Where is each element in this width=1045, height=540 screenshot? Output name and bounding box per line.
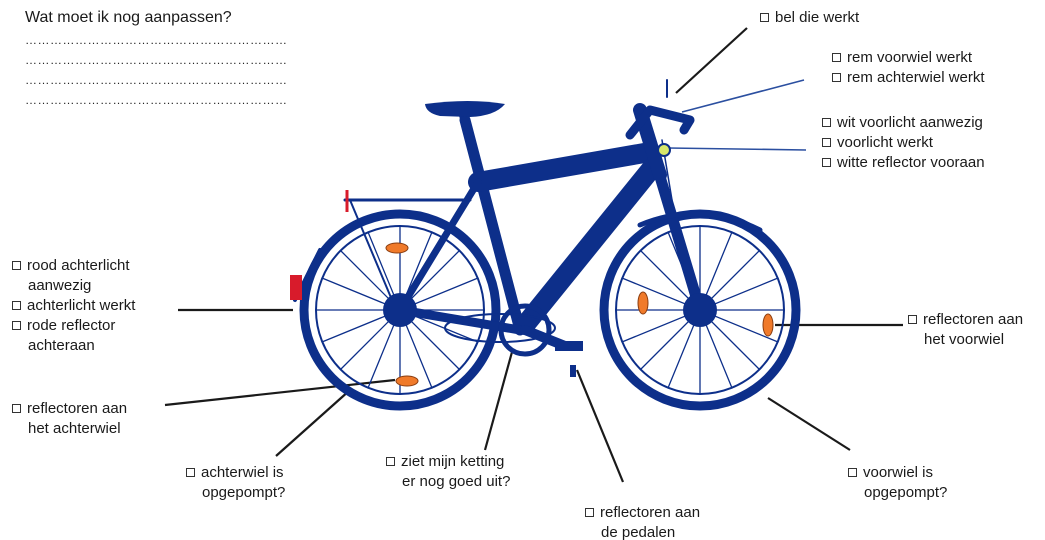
- front-hub: [683, 293, 717, 327]
- answer-lines: ……………………………………………………… …………………………………………………: [25, 30, 288, 110]
- label-rode-reflector: rode reflector: [27, 317, 115, 334]
- check-bel: bel die werkt: [760, 8, 859, 28]
- checkbox[interactable]: [585, 508, 594, 517]
- label-refl-achterwiel-cont: het achterwiel: [12, 419, 127, 439]
- answer-line-2[interactable]: ………………………………………………………: [25, 50, 288, 70]
- leader-achterwiel: [276, 390, 350, 456]
- check-voorlicht-group: wit voorlicht aanwezig voorlicht werkt w…: [822, 113, 985, 173]
- check-achterlicht-group: rood achterlicht aanwezig achterlicht we…: [12, 256, 135, 356]
- label-bel: bel die werkt: [775, 9, 859, 26]
- answer-line-1[interactable]: ………………………………………………………: [25, 30, 288, 50]
- label-achterlicht: achterlicht werkt: [27, 297, 135, 314]
- front-light: [658, 144, 670, 156]
- checkbox[interactable]: [822, 118, 831, 127]
- answer-line-3[interactable]: ………………………………………………………: [25, 70, 288, 90]
- label-pedalen-cont: de pedalen: [585, 523, 700, 540]
- leader-voorlicht: [668, 148, 806, 150]
- checkbox[interactable]: [386, 457, 395, 466]
- check-refl-achterwiel: reflectoren aan het achterwiel: [12, 399, 127, 439]
- leader-voorwiel: [768, 398, 850, 450]
- pedal: [555, 341, 583, 351]
- bike-solid-parts: [383, 101, 717, 377]
- label-witte-reflector: witte reflector vooraan: [837, 154, 985, 171]
- checkbox[interactable]: [908, 315, 917, 324]
- check-pedalen: reflectoren aan de pedalen: [585, 503, 700, 540]
- kickstand: [570, 365, 576, 377]
- label-refl-voorwiel-cont: het voorwiel: [908, 330, 1023, 350]
- leader-rem: [682, 80, 804, 112]
- front-spoke-reflector-right: [763, 314, 773, 336]
- checkbox[interactable]: [186, 468, 195, 477]
- checkbox[interactable]: [12, 301, 21, 310]
- bike-frame: [295, 80, 796, 406]
- checkbox[interactable]: [832, 73, 841, 82]
- label-voorlicht: voorlicht werkt: [837, 134, 933, 151]
- label-wit-licht: wit voorlicht aanwezig: [837, 114, 983, 131]
- check-rem-group: rem voorwiel werkt rem achterwiel werkt: [832, 48, 985, 88]
- label-rood-licht-cont: aanwezig: [12, 276, 135, 296]
- checkbox[interactable]: [12, 261, 21, 270]
- label-refl-voorwiel: reflectoren aan: [923, 311, 1023, 328]
- label-achterwiel-cont: opgepompt?: [186, 483, 285, 503]
- rear-spoke-reflector-bottom: [396, 376, 418, 386]
- label-rem-achter: rem achterwiel werkt: [847, 69, 985, 86]
- label-rood-licht: rood achterlicht: [27, 257, 130, 274]
- saddle: [425, 101, 505, 117]
- check-achterwiel: achterwiel is opgepompt?: [186, 463, 285, 503]
- checkbox[interactable]: [848, 468, 857, 477]
- label-ketting: ziet mijn ketting: [401, 453, 504, 470]
- rear-spoke-reflector-top: [386, 243, 408, 253]
- label-voorwiel: voorwiel is: [863, 464, 933, 481]
- check-refl-voorwiel: reflectoren aan het voorwiel: [908, 310, 1023, 350]
- checkbox[interactable]: [12, 321, 21, 330]
- label-rem-voor: rem voorwiel werkt: [847, 49, 972, 66]
- answer-line-4[interactable]: ………………………………………………………: [25, 90, 288, 110]
- checkbox[interactable]: [822, 138, 831, 147]
- check-ketting: ziet mijn ketting er nog goed uit?: [386, 452, 510, 492]
- rear-hub: [383, 293, 417, 327]
- label-achterwiel: achterwiel is: [201, 464, 284, 481]
- rear-light: [290, 275, 302, 300]
- label-rode-reflector-cont: achteraan: [12, 336, 135, 356]
- label-ketting-cont: er nog goed uit?: [386, 472, 510, 492]
- top-tube: [478, 152, 650, 182]
- label-pedalen: reflectoren aan: [600, 504, 700, 521]
- checkbox[interactable]: [760, 13, 769, 22]
- leader-ketting: [485, 352, 512, 450]
- worksheet-heading: Wat moet ik nog aanpassen?: [25, 8, 232, 28]
- label-refl-achterwiel: reflectoren aan: [27, 400, 127, 417]
- label-voorwiel-cont: opgepompt?: [848, 483, 947, 503]
- check-voorwiel: voorwiel is opgepompt?: [848, 463, 947, 503]
- front-spoke-reflector-left: [638, 292, 648, 314]
- checkbox[interactable]: [832, 53, 841, 62]
- leader-pedalen: [577, 370, 623, 482]
- checkbox[interactable]: [12, 404, 21, 413]
- leader-bel: [676, 28, 747, 93]
- checkbox[interactable]: [822, 158, 831, 167]
